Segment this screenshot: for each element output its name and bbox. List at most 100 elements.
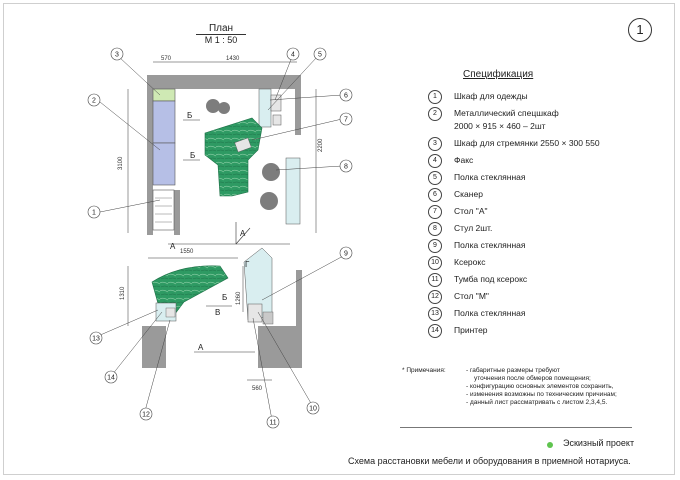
callout-9: 9 <box>344 251 348 258</box>
callout-3: 3 <box>115 52 119 59</box>
spec-item-2: 2 Металлический спецшкаф <box>428 106 559 121</box>
view-label-v1: В <box>215 308 220 317</box>
plan-title: План <box>208 23 234 34</box>
note-line-2: уточнения после обмеров помещения; <box>474 375 591 382</box>
chair-1 <box>262 163 280 181</box>
spec-item-10: 10 Ксерокс <box>428 255 486 270</box>
plan-scale: М 1 : 50 <box>196 34 246 45</box>
upper-left-wall <box>147 75 153 235</box>
spec-text: Шкаф для одежды <box>454 91 528 101</box>
callout-14: 14 <box>107 375 115 382</box>
spec-text: Полка стеклянная <box>454 308 526 318</box>
spec-num: 11 <box>428 272 442 287</box>
callout-circle-3 <box>110 47 124 61</box>
spec-text: Металлический спецшкаф <box>454 108 559 118</box>
spec-num: 9 <box>428 238 442 253</box>
callout-11: 11 <box>269 420 276 427</box>
upper-top-wall <box>147 75 301 89</box>
view-label-b3: Б <box>222 293 227 302</box>
callout-1: 1 <box>92 210 96 217</box>
note-line-3: - конфигурацию основных элементов сохран… <box>466 383 614 390</box>
dim-560: 560 <box>252 386 263 392</box>
spec-num: 10 <box>428 255 442 270</box>
drawing-caption: Схема расстановки мебели и оборудования … <box>348 456 631 466</box>
dim-1550: 1550 <box>180 249 194 255</box>
spec-num: 12 <box>428 289 442 304</box>
callout-8: 8 <box>344 164 348 171</box>
lower-room <box>127 247 302 381</box>
callout-circle-4 <box>286 47 300 61</box>
spec-num: 13 <box>428 306 442 321</box>
spec-text: Факс <box>454 155 474 165</box>
sheet-number: 1 <box>628 18 652 42</box>
spec-num: 3 <box>428 136 442 151</box>
spec-num: 2 <box>428 106 442 121</box>
callout-markers <box>87 47 353 429</box>
view-label-g1: Г <box>245 260 250 269</box>
spec-num: 14 <box>428 323 442 338</box>
view-label-a3: А <box>198 343 204 352</box>
view-label-a1: А <box>170 242 176 251</box>
callout-circle-6 <box>339 88 353 102</box>
callout-2: 2 <box>92 98 96 105</box>
lower-right-wall <box>258 326 302 368</box>
spec-text: Полка стеклянная <box>454 240 526 250</box>
callout-4: 4 <box>291 52 295 59</box>
upper-right-wall <box>295 75 301 135</box>
spec-item-6: 6 Сканер <box>428 187 483 202</box>
view-label-b2: Б <box>190 151 195 160</box>
spec-text: Стол "А" <box>454 206 488 216</box>
view-label-b1: Б <box>187 111 192 120</box>
view-label-a2: А <box>240 229 246 238</box>
callout-12: 12 <box>142 412 150 419</box>
note-line-4: - изменения возможны по техническим прич… <box>466 391 617 398</box>
spec-num: 6 <box>428 187 442 202</box>
spec-num: 8 <box>428 221 442 236</box>
project-status: Эскизный проект <box>563 438 635 448</box>
callout-circle-13 <box>89 331 103 345</box>
callout-6: 6 <box>344 93 348 100</box>
chair-top-1 <box>206 99 220 113</box>
spec-text: 2000 × 915 × 460 – 2шт <box>454 121 546 131</box>
ladder-cabinet <box>152 88 176 102</box>
spec-item-8: 8 Стул 2шт. <box>428 221 493 236</box>
upper-room <box>127 61 317 245</box>
copier-stand <box>262 311 274 325</box>
callout-circle-1 <box>87 205 101 219</box>
callout-13: 13 <box>92 336 100 343</box>
copier <box>247 303 263 323</box>
note-line-1: - габаритные размеры требуют <box>466 367 560 374</box>
table-a <box>204 117 263 197</box>
wardrobe <box>152 189 175 231</box>
upper-partition <box>174 190 180 235</box>
glass-shelf-9 <box>243 247 273 321</box>
sheet-frame <box>3 3 675 475</box>
chair-top-2 <box>218 102 230 114</box>
callout-circle-8 <box>339 159 353 173</box>
callout-circle-2 <box>87 93 101 107</box>
callout-10: 10 <box>309 406 317 413</box>
dim-2200: 2200 <box>318 138 324 152</box>
callout-circle-9 <box>339 246 353 260</box>
spec-text: Принтер <box>454 325 488 335</box>
spec-item-13: 13 Полка стеклянная <box>428 306 526 321</box>
callout-circle-10 <box>306 401 320 415</box>
spec-text: Сканер <box>454 189 483 199</box>
spec-num: 5 <box>428 170 442 185</box>
lower-left-wall <box>142 326 166 368</box>
spec-text: Ксерокс <box>454 257 486 267</box>
spec-text: Тумба под ксерокс <box>454 274 528 284</box>
note-line-5: - данный лист рассматривать с листом 2,3… <box>466 399 608 406</box>
metal-cabinet-2 <box>152 142 176 186</box>
chair-2 <box>260 192 278 210</box>
callout-circle-12 <box>139 407 153 421</box>
footer-divider <box>400 427 632 428</box>
spec-text: Стул 2шт. <box>454 223 493 233</box>
callout-7: 7 <box>344 117 348 124</box>
callout-circle-7 <box>339 112 353 126</box>
